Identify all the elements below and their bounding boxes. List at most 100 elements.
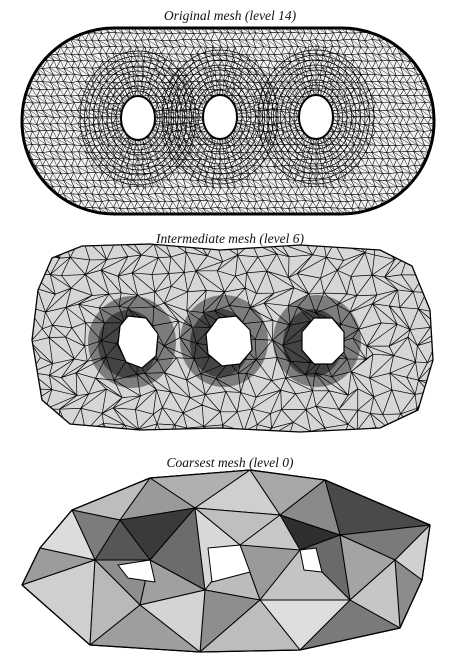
fine-mesh-spoke [332, 89, 372, 109]
fine-mesh-spoke [164, 125, 204, 145]
fine-mesh-spoke [230, 135, 257, 175]
fine-mesh-spoke [263, 128, 301, 154]
fine-mesh-spoke [79, 123, 121, 137]
fine-mesh-spoke [196, 50, 214, 96]
fine-mesh-spoke [307, 139, 314, 189]
fine-mesh-spoke [140, 140, 147, 190]
fine-mesh-spoke [152, 131, 186, 163]
fine-mesh-spoke [228, 54, 251, 98]
fine-mesh-spoke [300, 47, 312, 95]
fine-mesh-spoke [82, 90, 122, 110]
intermediate-mesh-hole-left [117, 315, 159, 369]
fine-mesh-spoke [292, 138, 310, 184]
fine-mesh-spoke [235, 128, 273, 154]
fine-mesh-spoke [333, 122, 375, 136]
fine-mesh-spoke [122, 48, 134, 96]
fine-mesh-spoke [328, 65, 359, 101]
fine-mesh-spoke [224, 139, 236, 187]
fine-mesh-spoke [236, 89, 276, 109]
fine-mesh-spoke [222, 139, 229, 189]
fine-mesh-spoke [256, 107, 299, 115]
fine-mesh-spoke [160, 107, 203, 115]
fine-mesh-spoke [237, 122, 279, 136]
fine-mesh-spoke [292, 50, 310, 96]
fine-mesh-spoke [333, 98, 375, 112]
fine-mesh-spoke [257, 98, 299, 112]
fine-mesh-spoke [155, 120, 198, 128]
fine-mesh-spoke [167, 128, 205, 154]
original-mesh-dense-regions [78, 45, 376, 190]
fine-mesh-spoke [307, 45, 314, 95]
fine-mesh-spoke [234, 130, 268, 162]
fine-mesh-spoke [300, 139, 312, 187]
fine-mesh-spoke [331, 80, 369, 106]
fine-mesh-spoke [234, 72, 268, 104]
intermediate-mesh-outline [31, 243, 434, 433]
fine-mesh-spoke [95, 134, 126, 170]
coarsest-mesh-caption: Coarsest mesh (level 0) [166, 455, 294, 470]
fine-mesh-spoke [129, 140, 136, 190]
fine-mesh-spoke [237, 98, 279, 112]
coarsest-mesh-hole-left [117, 559, 156, 583]
fine-mesh-spoke [101, 60, 128, 100]
fine-mesh-spoke [177, 133, 208, 169]
fine-mesh-spoke [332, 125, 372, 145]
fine-mesh-spoke [150, 134, 181, 170]
fine-mesh-spoke [107, 137, 130, 181]
fine-mesh-spoke [318, 45, 325, 95]
fine-mesh-spoke [236, 125, 276, 145]
fine-mesh-spoke [237, 119, 280, 127]
fine-mesh-spoke [183, 135, 210, 175]
fine-mesh-spoke [273, 133, 304, 169]
fine-mesh-spoke [183, 59, 210, 99]
fine-mesh-spoke [122, 140, 134, 188]
fine-mesh-spoke [326, 135, 353, 175]
fine-mesh-spoke [330, 72, 364, 104]
fine-mesh-spoke [279, 59, 306, 99]
original-mesh-hole-right [298, 94, 334, 140]
fine-mesh-spoke [140, 46, 147, 96]
fine-mesh-spoke [95, 66, 126, 102]
fine-mesh-spoke [85, 81, 123, 107]
fine-mesh-spoke [318, 139, 325, 189]
fine-mesh-spoke [129, 46, 136, 96]
original-mesh-caption: Original mesh (level 14) [163, 8, 297, 23]
fine-mesh-spoke [114, 51, 132, 97]
fine-mesh-spoke [204, 139, 216, 187]
fine-mesh-spoke [320, 47, 332, 95]
coarsest-mesh-hole-center [207, 544, 251, 583]
fine-mesh-spoke [226, 50, 244, 96]
coarsest-mesh-outline [21, 469, 431, 653]
fine-mesh-spoke [232, 133, 263, 169]
fine-mesh-spoke [230, 59, 257, 99]
fine-mesh-spoke [172, 72, 206, 104]
fine-mesh-spoke [153, 129, 191, 155]
fine-mesh-spoke [256, 119, 299, 127]
fine-mesh-spoke [222, 45, 229, 95]
fine-mesh-spoke [324, 136, 347, 180]
fine-mesh-spoke [189, 136, 212, 180]
fine-mesh-spoke [324, 54, 347, 98]
fine-mesh-spoke [146, 55, 169, 99]
fine-mesh-spoke [85, 129, 123, 155]
fine-mesh-spoke [148, 60, 175, 100]
fine-mesh-spoke [144, 51, 162, 97]
fine-mesh-spoke [232, 65, 263, 101]
fine-mesh-spoke [331, 128, 369, 154]
fine-mesh-spoke [155, 108, 198, 116]
intermediate-mesh-hole-center [205, 315, 253, 367]
fine-mesh-spoke [101, 136, 128, 176]
fine-mesh-spoke [211, 139, 218, 189]
fine-mesh-spoke [107, 55, 130, 99]
fine-mesh-spoke [160, 119, 203, 127]
fine-mesh-spoke [161, 122, 203, 136]
fine-mesh-spoke [78, 120, 121, 128]
fine-mesh-spoke [260, 89, 300, 109]
fine-mesh-spoke [328, 133, 359, 169]
fine-mesh-spoke [161, 98, 203, 112]
fine-mesh-spoke [172, 130, 206, 162]
fine-mesh-spoke [279, 135, 306, 175]
coarsest-mesh [21, 469, 431, 653]
fine-mesh-spoke [333, 107, 376, 115]
